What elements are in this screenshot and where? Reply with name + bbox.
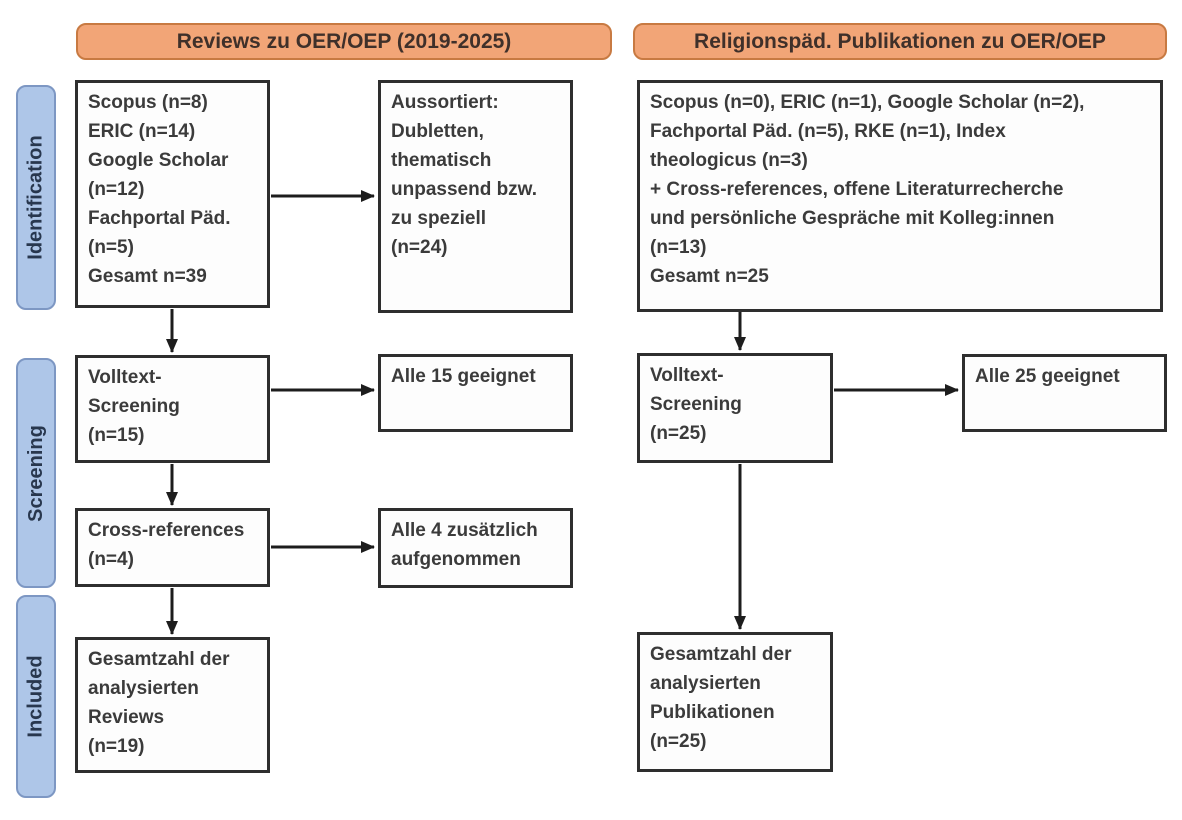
node-right-sources: Scopus (n=0), ERIC (n=1), Google Scholar… [637, 80, 1163, 312]
stage-label-screening: Screening [16, 358, 56, 588]
node-right-all-eligible: Alle 25 geeignet [962, 354, 1167, 432]
stage-label-screening-text: Screening [24, 424, 47, 522]
stage-label-included: Included [16, 595, 56, 798]
column-header-religionspaed: Religionspäd. Publikationen zu OER/OEP [633, 23, 1167, 60]
column-header-reviews: Reviews zu OER/OEP (2019-2025) [76, 23, 612, 60]
stage-label-identification-text: Identification [24, 135, 47, 260]
node-right-fulltext-screening: Volltext- Screening (n=25) [637, 353, 833, 463]
stage-label-included-text: Included [24, 655, 47, 738]
stage-label-identification: Identification [16, 85, 56, 310]
node-left-all-eligible: Alle 15 geeignet [378, 354, 573, 432]
node-right-total-analyzed: Gesamtzahl der analysierten Publikatione… [637, 632, 833, 772]
node-left-sources: Scopus (n=8) ERIC (n=14) Google Scholar … [75, 80, 270, 308]
node-left-cross-references: Cross-references (n=4) [75, 508, 270, 587]
node-left-fulltext-screening: Volltext- Screening (n=15) [75, 355, 270, 463]
node-left-excluded: Aussortiert: Dubletten, thematisch unpas… [378, 80, 573, 313]
node-left-total-analyzed: Gesamtzahl der analysierten Reviews (n=1… [75, 637, 270, 773]
node-left-additionally-included: Alle 4 zusätzlich aufgenommen [378, 508, 573, 588]
